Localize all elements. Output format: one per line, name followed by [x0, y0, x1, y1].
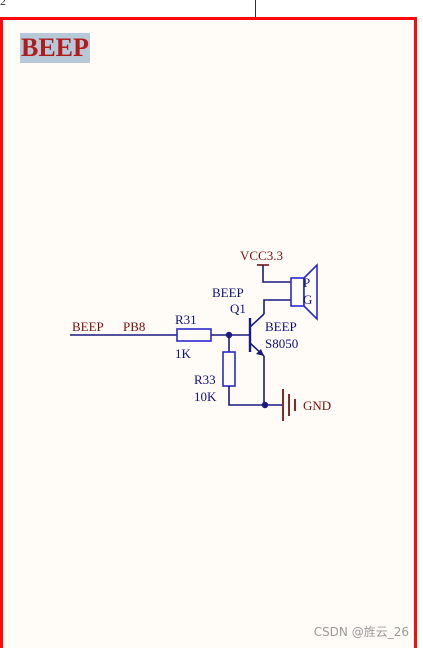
page-number: 2: [0, 0, 6, 8]
transistor-net-label: BEEP: [212, 285, 244, 300]
speaker-icon: [303, 263, 318, 321]
port-label-pb8: PB8: [123, 319, 145, 334]
r33-ref: R33: [194, 372, 216, 387]
transistor-collector-leg: [249, 313, 265, 328]
collector-wire: [263, 299, 291, 314]
buzzer-pin-p: P: [303, 275, 310, 290]
power-label: VCC3.3: [240, 248, 283, 263]
resistor-r33: [222, 351, 236, 387]
transistor-emitter-net: BEEP: [265, 319, 297, 334]
transistor-emitter-arrow-icon: [256, 349, 264, 356]
transistor-ref: Q1: [230, 301, 246, 316]
resistor-r31: [176, 328, 212, 342]
r31-value: 1K: [175, 346, 192, 361]
r31-ref: R31: [175, 312, 197, 327]
ground-label: GND: [303, 398, 331, 413]
vcc-wire: [262, 265, 291, 283]
r33-bottom-wire: [228, 386, 265, 406]
page-divider-tick: [255, 0, 256, 18]
watermark: CSDN @旌云_26: [313, 625, 409, 639]
transistor-model: S8050: [265, 336, 298, 351]
buzzer-pin-g: G: [303, 292, 312, 307]
net-label-beep: BEEP: [72, 319, 104, 334]
sheet-title: BEEP: [20, 33, 90, 63]
page-top-strip: 2: [0, 0, 423, 18]
r33-value: 10K: [194, 389, 217, 404]
